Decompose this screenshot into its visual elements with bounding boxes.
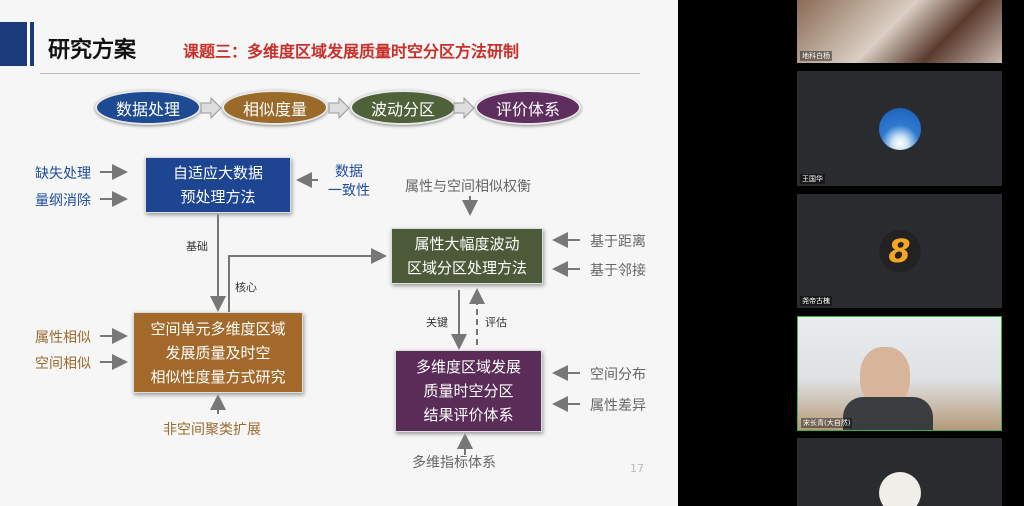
box-preprocess-method: 自适应大数据 预处理方法 bbox=[145, 157, 291, 213]
input-attr-sim: 属性相似 bbox=[35, 330, 91, 346]
edge-label-core: 核心 bbox=[235, 281, 257, 294]
avatar bbox=[878, 107, 921, 150]
input-distance: 基于距离 bbox=[590, 234, 646, 250]
slide-subtitle: 课题三：多维度区域发展质量时空分区方法研制 bbox=[183, 42, 520, 61]
box-line: 属性大幅度波动 bbox=[414, 235, 520, 253]
box-partition-method: 属性大幅度波动 区域分区处理方法 bbox=[391, 228, 543, 284]
participant-tile[interactable]: 8 尧帝古槐 bbox=[797, 194, 1002, 308]
box-line: 自适应大数据 bbox=[172, 164, 263, 182]
chevron-arrow-icon bbox=[453, 97, 475, 119]
participant-name: 尧帝古槐 bbox=[800, 296, 832, 306]
input-consistency: 数据 一致性 bbox=[328, 163, 370, 201]
title-accent-bar bbox=[0, 22, 30, 66]
page-number: 17 bbox=[630, 462, 644, 475]
participant-name: 王国华 bbox=[800, 174, 825, 184]
pipeline-step-partition: 波动分区 bbox=[350, 90, 456, 125]
input-space-sim: 空间相似 bbox=[35, 356, 91, 372]
box-line: 预处理方法 bbox=[180, 188, 256, 206]
box-line: 发展质量及时空 bbox=[165, 343, 271, 362]
pipeline-step-evaluation: 评价体系 bbox=[475, 90, 581, 125]
avatar bbox=[878, 472, 921, 506]
pipeline-step-data-processing: 数据处理 bbox=[95, 90, 201, 125]
box-line: 空间单元多维度区域 bbox=[150, 319, 286, 338]
input-dimension: 量纲消除 bbox=[35, 193, 91, 209]
participant-tile[interactable]: 地科白杨 bbox=[797, 0, 1002, 63]
participant-name: 地科白杨 bbox=[800, 51, 832, 61]
consistency-line: 一致性 bbox=[328, 183, 370, 199]
input-tradeoff: 属性与空间相似权衡 bbox=[405, 179, 531, 195]
shared-slide: 研究方案 课题三：多维度区域发展质量时空分区方法研制 数据处理 相似度量 波动分… bbox=[0, 0, 678, 506]
participant-tile-active-speaker[interactable]: 宋长青(大自然) bbox=[797, 316, 1002, 431]
pipeline-step-similarity: 相似度量 bbox=[222, 90, 328, 125]
input-spatial-dist: 空间分布 bbox=[590, 367, 646, 383]
speaker-video bbox=[843, 397, 933, 430]
input-missing: 缺失处理 bbox=[35, 166, 91, 182]
participant-tile[interactable]: 王国华 bbox=[797, 71, 1002, 186]
title-divider bbox=[40, 73, 640, 74]
participant-tile[interactable] bbox=[797, 438, 1002, 506]
chevron-arrow-icon bbox=[328, 97, 350, 119]
input-indicators: 多维指标体系 bbox=[412, 455, 496, 471]
box-evaluation-system: 多维度区域发展 质量时空分区 结果评价体系 bbox=[395, 350, 542, 432]
participant-name: 宋长青(大自然) bbox=[801, 418, 853, 428]
consistency-line: 数据 bbox=[335, 164, 363, 180]
diagram-connectors bbox=[100, 164, 580, 455]
input-adjacency: 基于邻接 bbox=[590, 263, 646, 279]
edge-label-assess: 评估 bbox=[485, 316, 507, 329]
box-similarity-measure: 空间单元多维度区域 发展质量及时空 相似性度量方式研究 bbox=[133, 312, 303, 393]
box-line: 多维度区域发展 bbox=[415, 358, 521, 376]
edge-label-basis: 基础 bbox=[186, 240, 208, 253]
slide-title: 研究方案 bbox=[48, 38, 137, 63]
edge-label-key: 关键 bbox=[426, 316, 448, 329]
input-nonspatial: 非空间聚类扩展 bbox=[163, 422, 261, 438]
box-line: 区域分区处理方法 bbox=[406, 259, 527, 277]
box-line: 结果评价体系 bbox=[423, 406, 514, 424]
chevron-arrow-icon bbox=[200, 97, 222, 119]
avatar: 8 bbox=[878, 230, 921, 272]
box-line: 质量时空分区 bbox=[423, 382, 514, 400]
box-line: 相似性度量方式研究 bbox=[150, 367, 286, 386]
input-attr-diff: 属性差异 bbox=[590, 398, 646, 414]
